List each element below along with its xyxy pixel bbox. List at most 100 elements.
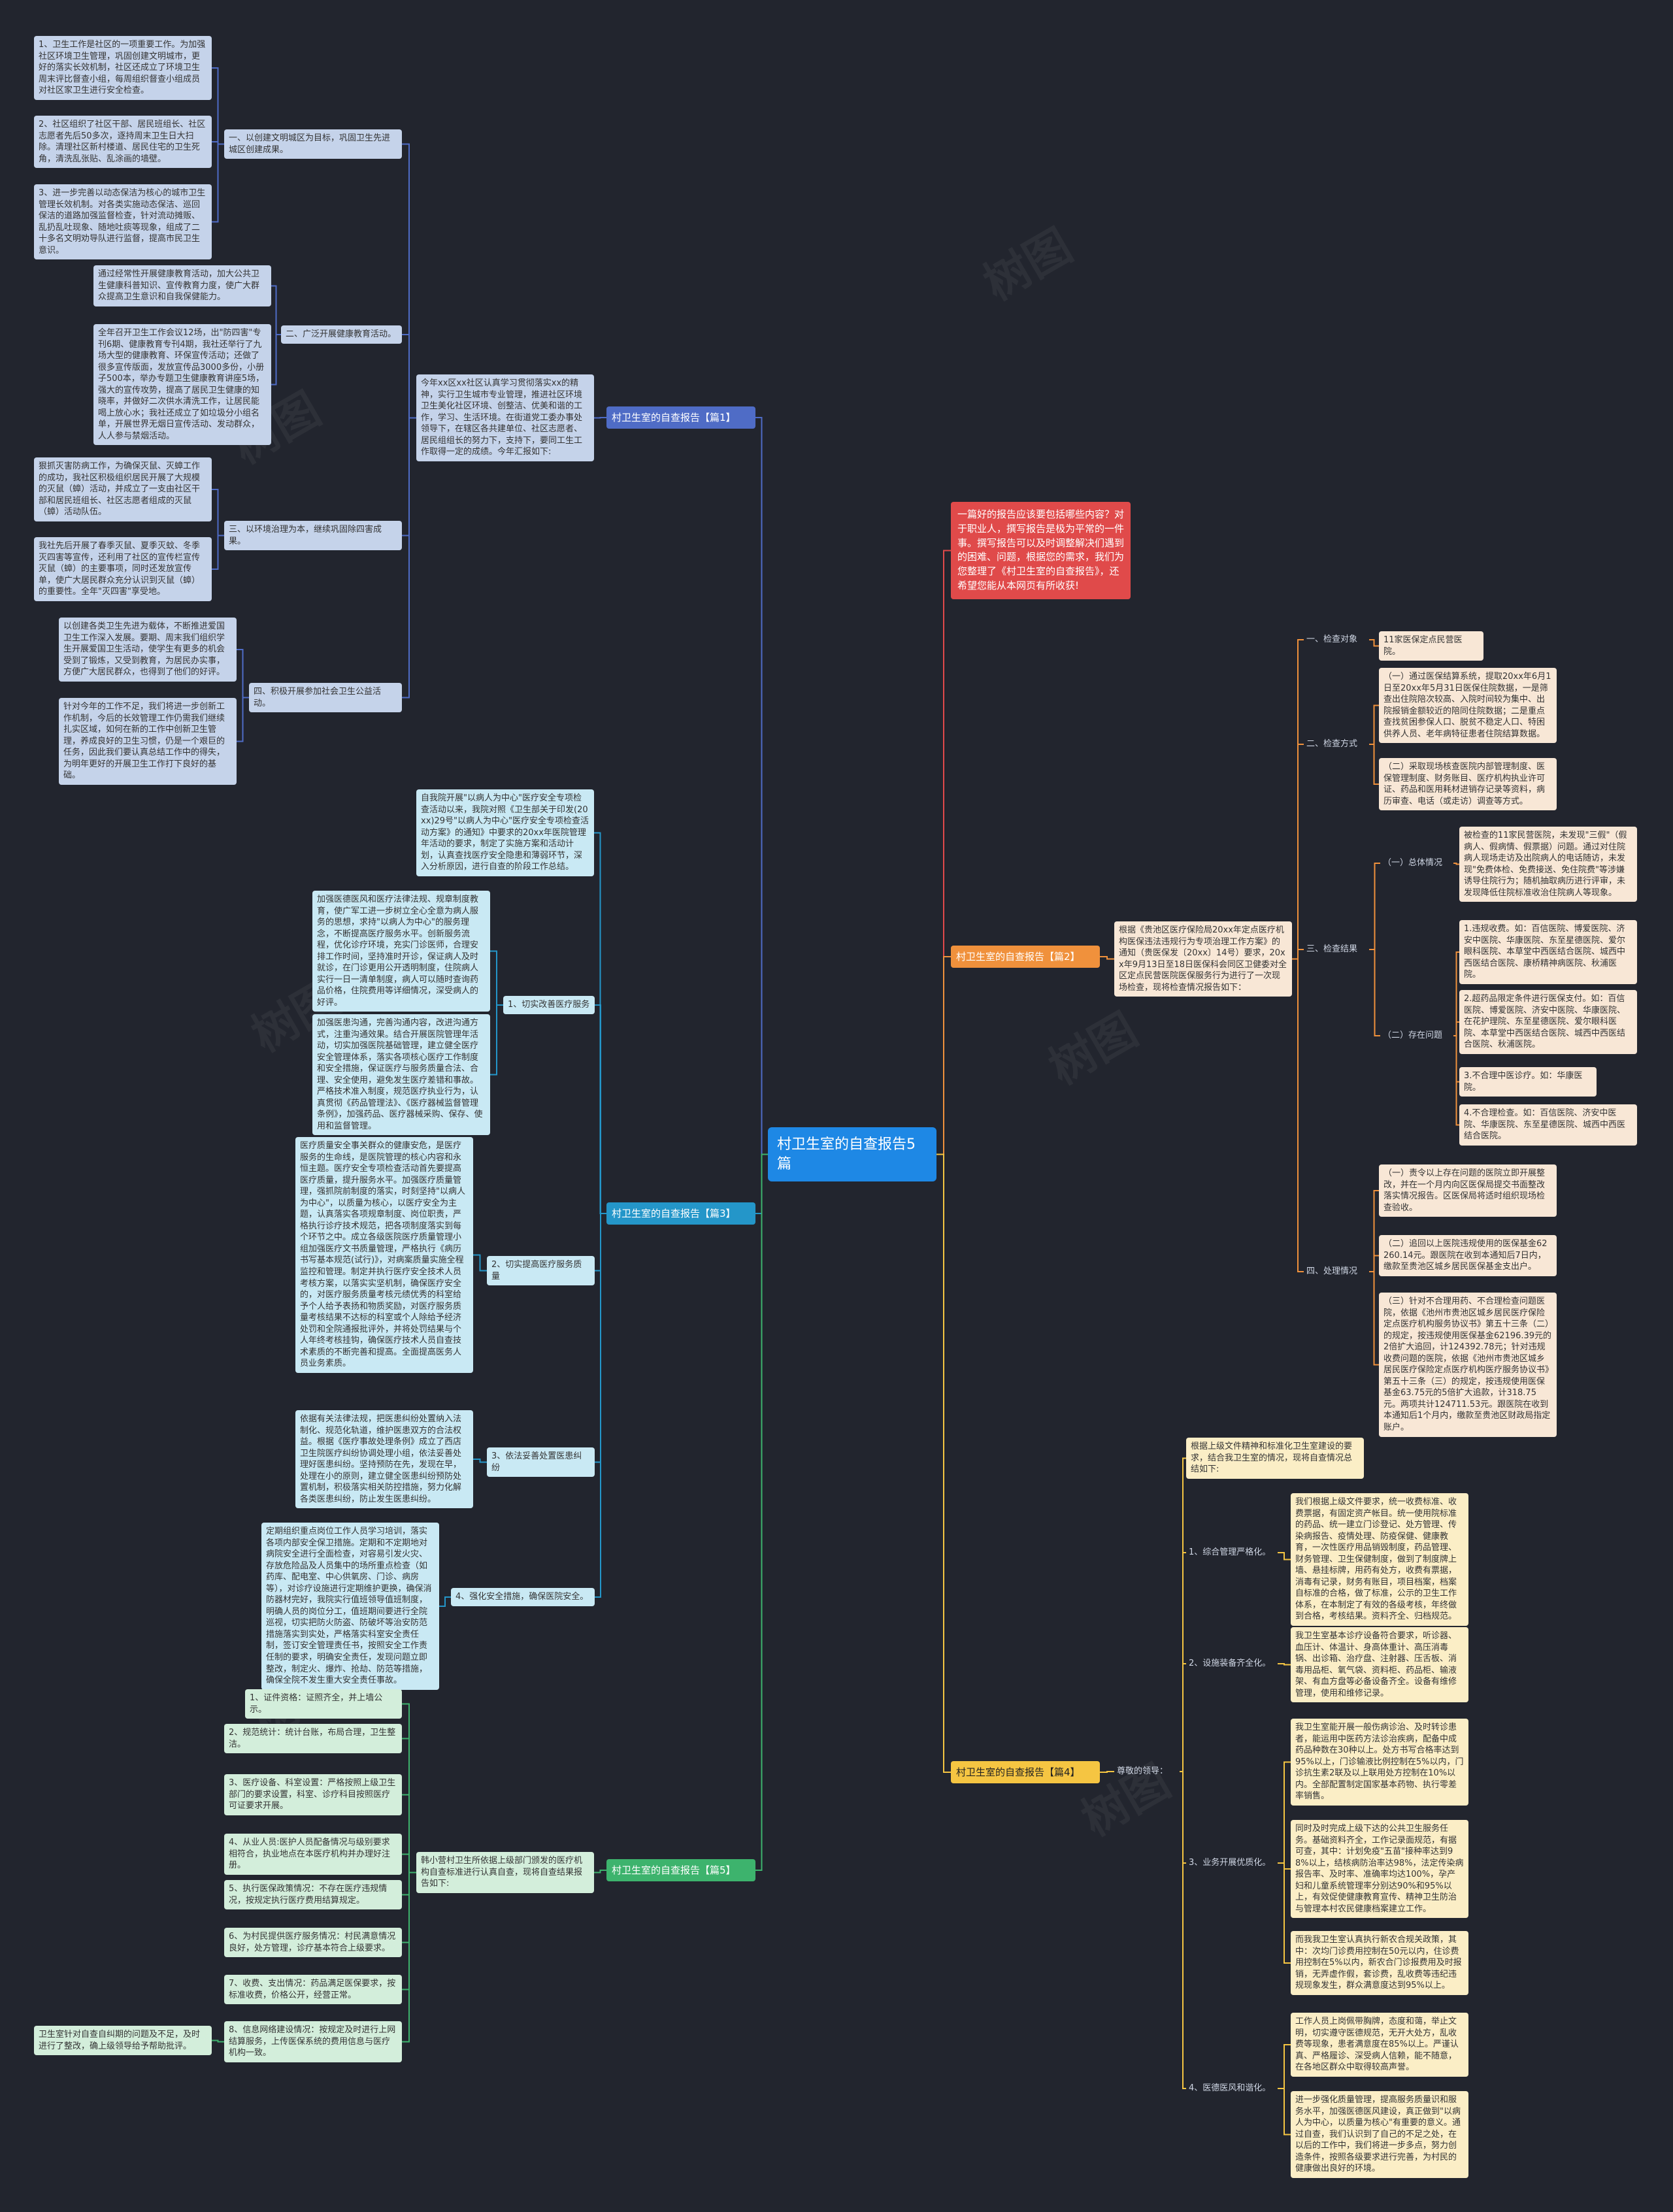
branch-4-title[interactable]: 村卫生室的自查报告【篇4】 — [951, 1761, 1100, 1784]
root-node[interactable]: 村卫生室的自查报告5篇 — [768, 1127, 936, 1182]
branch-2-s4-item-3[interactable]: （三）针对不合理用药、不合理检查问题医院，依据《池州市贵池区城乡居民医疗保险定点… — [1379, 1293, 1557, 1437]
connector-line — [1453, 1021, 1459, 1036]
connector-line — [473, 1254, 487, 1272]
connector-line — [755, 417, 768, 1155]
branch-2-section-3[interactable]: 三、检查结果 — [1306, 944, 1358, 954]
branch-3-section-1[interactable]: 1、切实改善医疗服务 — [503, 996, 595, 1014]
branch-3-section-3[interactable]: 3、依法妥善处置医患纠纷 — [487, 1447, 595, 1477]
branch-1-s2-item-1[interactable]: 通过经常性开展健康教育活动，加大公共卫生健康科普知识、宣传教育力度，使广大群众提… — [93, 265, 271, 306]
connector-line — [594, 1870, 606, 1874]
branch-4-section-3[interactable]: 3、业务开展优质化。 — [1189, 1858, 1271, 1868]
branch-2-section-2[interactable]: 二、检查方式 — [1306, 739, 1358, 749]
intro-node[interactable]: 一篇好的报告应该要包括哪些内容？对于职业人，撰写报告是极为平常的一件事。撰写报告… — [951, 502, 1131, 599]
connector-line — [1180, 1663, 1186, 1772]
connector-line — [595, 1213, 606, 1598]
branch-2-s4-item-1[interactable]: （一）责令以上存在问题的医院立即开展整改，并在一个月内向区医保局提交书面整改落实… — [1379, 1164, 1557, 1217]
connector-line — [237, 697, 249, 742]
branch-1-s4-item-1[interactable]: 以创建各类卫生先进为载体，不断推进爱国卫生工作深入发展。要期、周末我们组织学生开… — [59, 618, 237, 682]
branch-2-s3-sub-2[interactable]: （二）存在问题 — [1383, 1031, 1443, 1040]
connector-line — [490, 1004, 503, 1076]
branch-3-s4-item-1[interactable]: 定期组织重点岗位工作人员学习培训，落实各项内部安全保卫措施。定期和不定期地对病院… — [261, 1523, 439, 1690]
branch-5-item-3[interactable]: 3、医疗设备、科室设置：严格按照上级卫生部门的要求设置，科室、诊疗科目按照医疗可… — [224, 1774, 402, 1815]
branch-1-s3-item-1[interactable]: 狠抓灭害防病工作，为确保灭鼠、灭蟑工作的成功，我社区积极组织居民开展了大规模的灭… — [34, 457, 212, 521]
branch-5-item-1[interactable]: 1、证件资格：证照齐全，并上墙公示。 — [245, 1689, 402, 1719]
branch-2-s3-sub-1[interactable]: （一）总体情况 — [1383, 858, 1443, 868]
branch-5-item-5[interactable]: 5、执行医保政策情况：不存在医疗违规情况，按规定执行医疗费用结算规定。 — [224, 1880, 402, 1910]
branch-1-section-1[interactable]: 一、以创建文明城区为目标，巩固卫生先进城区创建成果。 — [224, 129, 402, 159]
branch-3-section-4[interactable]: 4、强化安全措施，确保医院安全。 — [451, 1588, 595, 1606]
branch-2-summary[interactable]: 根据《贵池区医疗保险局20xx年定点医疗机构医保违法违规行为专项治理工作方案》的… — [1114, 921, 1292, 997]
branch-2-section-4[interactable]: 四、处理情况 — [1306, 1266, 1358, 1276]
branch-1-s1-item-1[interactable]: 1、卫生工作是社区的一项重要工作。为加强社区环境卫生管理，巩固创建文明城市，更好… — [34, 36, 212, 100]
connector-line — [595, 1004, 606, 1214]
branch-4-s4-item-2[interactable]: 进一步强化质量管理，提高服务质量识和服务水平，加强医德医风建设，真正做到"以病人… — [1291, 2091, 1468, 2178]
connector-line — [1369, 1255, 1379, 1272]
branch-5-item-6[interactable]: 6、为村民提供医疗服务情况：村民满意情况良好，处方管理，诊疗基本符合上级要求。 — [224, 1928, 402, 1958]
connector-line — [1369, 704, 1379, 745]
connector-line — [490, 950, 503, 1006]
branch-2-s3-sub-2-item-4[interactable]: 4.不合理检查。如：百信医院、济安中医院、华康医院、东至星德医院、城西中西医结合… — [1459, 1104, 1637, 1146]
connector-line — [1369, 744, 1379, 785]
branch-4-summary[interactable]: 根据上级文件精神和标准化卫生室建设的要求，结合我卫生室的情况，现将自查情况总结如… — [1186, 1438, 1364, 1479]
connector-line — [1292, 744, 1304, 960]
branch-1-title[interactable]: 村卫生室的自查报告【篇1】 — [606, 406, 755, 429]
branch-5-title[interactable]: 村卫生室的自查报告【篇5】 — [606, 1859, 755, 1882]
connector-line — [402, 1853, 416, 1874]
branch-4-greeting-label[interactable]: 尊敬的领导： — [1117, 1766, 1168, 1776]
branch-4-s3-item-3[interactable]: 而我我卫生室认真执行新农合规关政策，其中：次均门诊费用控制在50元以内，住诊费用… — [1291, 1931, 1468, 1995]
branch-3-s3-item-1[interactable]: 依据有关法律法规，把医患纠纷处置纳入法制化、规范化轨道，维护医患双方的合法权益。… — [295, 1410, 473, 1509]
branch-1-s1-item-2[interactable]: 2、社区组织了社区干部、居民班组长、社区志愿者先后50多次，逐持周末卫生日大扫除… — [34, 116, 212, 169]
branch-5-summary[interactable]: 韩小营村卫生所依据上级部门颁发的医疗机构自查标准进行认真自查，现将自查结果报告如… — [416, 1852, 594, 1893]
branch-2-s2-item-1[interactable]: （一）通过医保结算系统，提取20xx年6月1日至20xx年5月31日医保住院数据… — [1379, 668, 1557, 744]
branch-1-summary[interactable]: 今年xx区xx社区认真学习贯彻落实xx的精神，实行卫生城市专业管理，推进社区环境… — [416, 374, 594, 461]
branch-5-item-2[interactable]: 2、规范统计：统计台账，布局合理，卫生整洁。 — [224, 1724, 402, 1754]
branch-4-section-2[interactable]: 2、设施装备齐全化。 — [1189, 1659, 1271, 1668]
branch-5-item-8[interactable]: 8、信息网络建设情况：按规定及时进行上网结算服务，上传医保系统的费用信息与医疗机… — [224, 2021, 402, 2062]
branch-2-section-1[interactable]: 一、检查对象 — [1306, 635, 1358, 644]
branch-2-s3-sub-2-item-2[interactable]: 2.超药品限定条件进行医保支付。如：百信医院、博爱医院、济安中医院、华康医院、在… — [1459, 990, 1637, 1054]
branch-1-s4-item-2[interactable]: 针对今年的工作不足，我们将进一步创新工作机制，今后的长效管理工作仍需我们继续扎实… — [59, 698, 237, 785]
connector-line — [1278, 1552, 1291, 1560]
branch-2-s4-item-2[interactable]: （二）追回以上医院违规使用的医保基金62260.14元。跟医院在收到本通知后7日… — [1379, 1235, 1557, 1276]
branch-3-section-2[interactable]: 2、切实提高医疗服务质量 — [487, 1256, 595, 1286]
branch-2-s1-item-1[interactable]: 11家医保定点民营医院。 — [1379, 631, 1483, 661]
branch-1-section-4[interactable]: 四、积极开展参加社会卫生公益活动。 — [249, 683, 402, 713]
connector-line — [271, 334, 281, 386]
connector-line — [439, 1596, 451, 1607]
branch-2-s3-sub-2-item-1[interactable]: 1.违规收费。如：百信医院、博爱医院、济安中医院、华康医院、东至星德医院、爱尔眼… — [1459, 920, 1637, 984]
branch-2-s2-item-2[interactable]: （二）采取现场核查医院内部管理制度、医保管理制度、财务账目、医疗机构执业许可证、… — [1379, 758, 1557, 811]
branch-4-s3-item-1[interactable]: 我卫生室能开展一般伤病诊治、及时转诊患者，能运用中医药方法诊治疾病，配备中成药品… — [1291, 1719, 1468, 1806]
branch-5-extra-note[interactable]: 卫生室针对自查自纠期的问题及不足，及时进行了整改，确上级领导给予帮助批评。 — [34, 2026, 212, 2056]
connector-line — [1453, 863, 1459, 865]
branch-1-s1-item-3[interactable]: 3、进一步完善以动态保洁为核心的城市卫生管理长效机制。对各类实施动态保洁、巡回保… — [34, 184, 212, 260]
branch-3-summary[interactable]: 自我院开展"以病人为中心"医疗安全专项检查活动以来，我院对照《卫生部关于印发(2… — [416, 789, 594, 876]
connector-line — [402, 417, 416, 699]
branch-1-s2-item-2[interactable]: 全年召开卫生工作会议12场，出"防四害"专刊6期、健康教育专刊4期，我社还举行了… — [93, 324, 271, 446]
branch-2-title[interactable]: 村卫生室的自查报告【篇2】 — [951, 946, 1100, 968]
connector-line — [402, 1872, 416, 2043]
branch-4-s2-item-1[interactable]: 我卫生室基本诊疗设备符合要求，听诊器、血压计、体温计、身高体重计、高压消毒锅、出… — [1291, 1627, 1468, 1703]
connector-line — [1453, 1035, 1459, 1126]
branch-1-section-2[interactable]: 二、广泛开展健康教育活动。 — [281, 325, 402, 344]
branch-4-s1-item-1[interactable]: 我们根据上级文件要求，统一收费标准、收费票据，有固定资产帐目。统一使用院标准的药… — [1291, 1493, 1468, 1626]
branch-1-s3-item-2[interactable]: 我社先后开展了春季灭鼠、夏季灭蚊、冬季灭四害等宣传，还利用了社区的宣传栏宣传灭鼠… — [34, 537, 212, 601]
connector-line — [237, 649, 249, 699]
branch-3-s1-item-2[interactable]: 加强医患沟通，完善沟通内容，改进沟通方式，注重沟通效果。结合开展医院管理年活动，… — [312, 1014, 490, 1136]
branch-4-s3-item-2[interactable]: 同时及时完成上级下达的公共卫生服务任务。基础资料齐全，工作记录面规范，有据可查，… — [1291, 1820, 1468, 1919]
connector-line — [1278, 2088, 1291, 2136]
branch-3-title[interactable]: 村卫生室的自查报告【篇3】 — [606, 1202, 755, 1225]
branch-2-s3-sub-2-item-3[interactable]: 3.不合理中医诊疗。如：华康医院。 — [1459, 1067, 1597, 1097]
branch-3-s2-item-1[interactable]: 医疗质量安全事关群众的健康安危，是医疗服务的生命线，是医院管理的核心内容和永恒主… — [295, 1137, 473, 1373]
branch-3-s1-item-1[interactable]: 加强医德医风和医疗法律法规、规章制度教育，使广军工进一步树立全心全意为病人服务的… — [312, 891, 490, 1012]
connector-line — [1100, 956, 1114, 960]
branch-2-s3-sub-1-item[interactable]: 被检查的11家民营医院，未发现"三假"（假病人、假病情、假票据）问题。通过对住院… — [1459, 827, 1637, 902]
branch-5-item-7[interactable]: 7、收费、支出情况：药品满足医保要求，按标准收费，价格公开，经营正常。 — [224, 1975, 402, 2005]
branch-4-section-1[interactable]: 1、综合管理严格化。 — [1189, 1547, 1271, 1557]
connector-line — [936, 1153, 951, 1773]
connector-line — [212, 143, 224, 223]
branch-4-s4-item-1[interactable]: 工作人员上岗佩带胸牌，态度和蔼，举止文明，切实遵守医德规范，无开大处方，乱收费等… — [1291, 2013, 1468, 2077]
branch-4-section-4[interactable]: 4、医德医风和谐化。 — [1189, 2083, 1271, 2093]
branch-5-item-4[interactable]: 4、从业人员:医护人员配备情况与级别要求相符合，执业地点在本医疗机构并办理好注册… — [224, 1834, 402, 1875]
branch-1-section-3[interactable]: 三、以环境治理为本，继续巩固除四害成果。 — [224, 521, 402, 551]
